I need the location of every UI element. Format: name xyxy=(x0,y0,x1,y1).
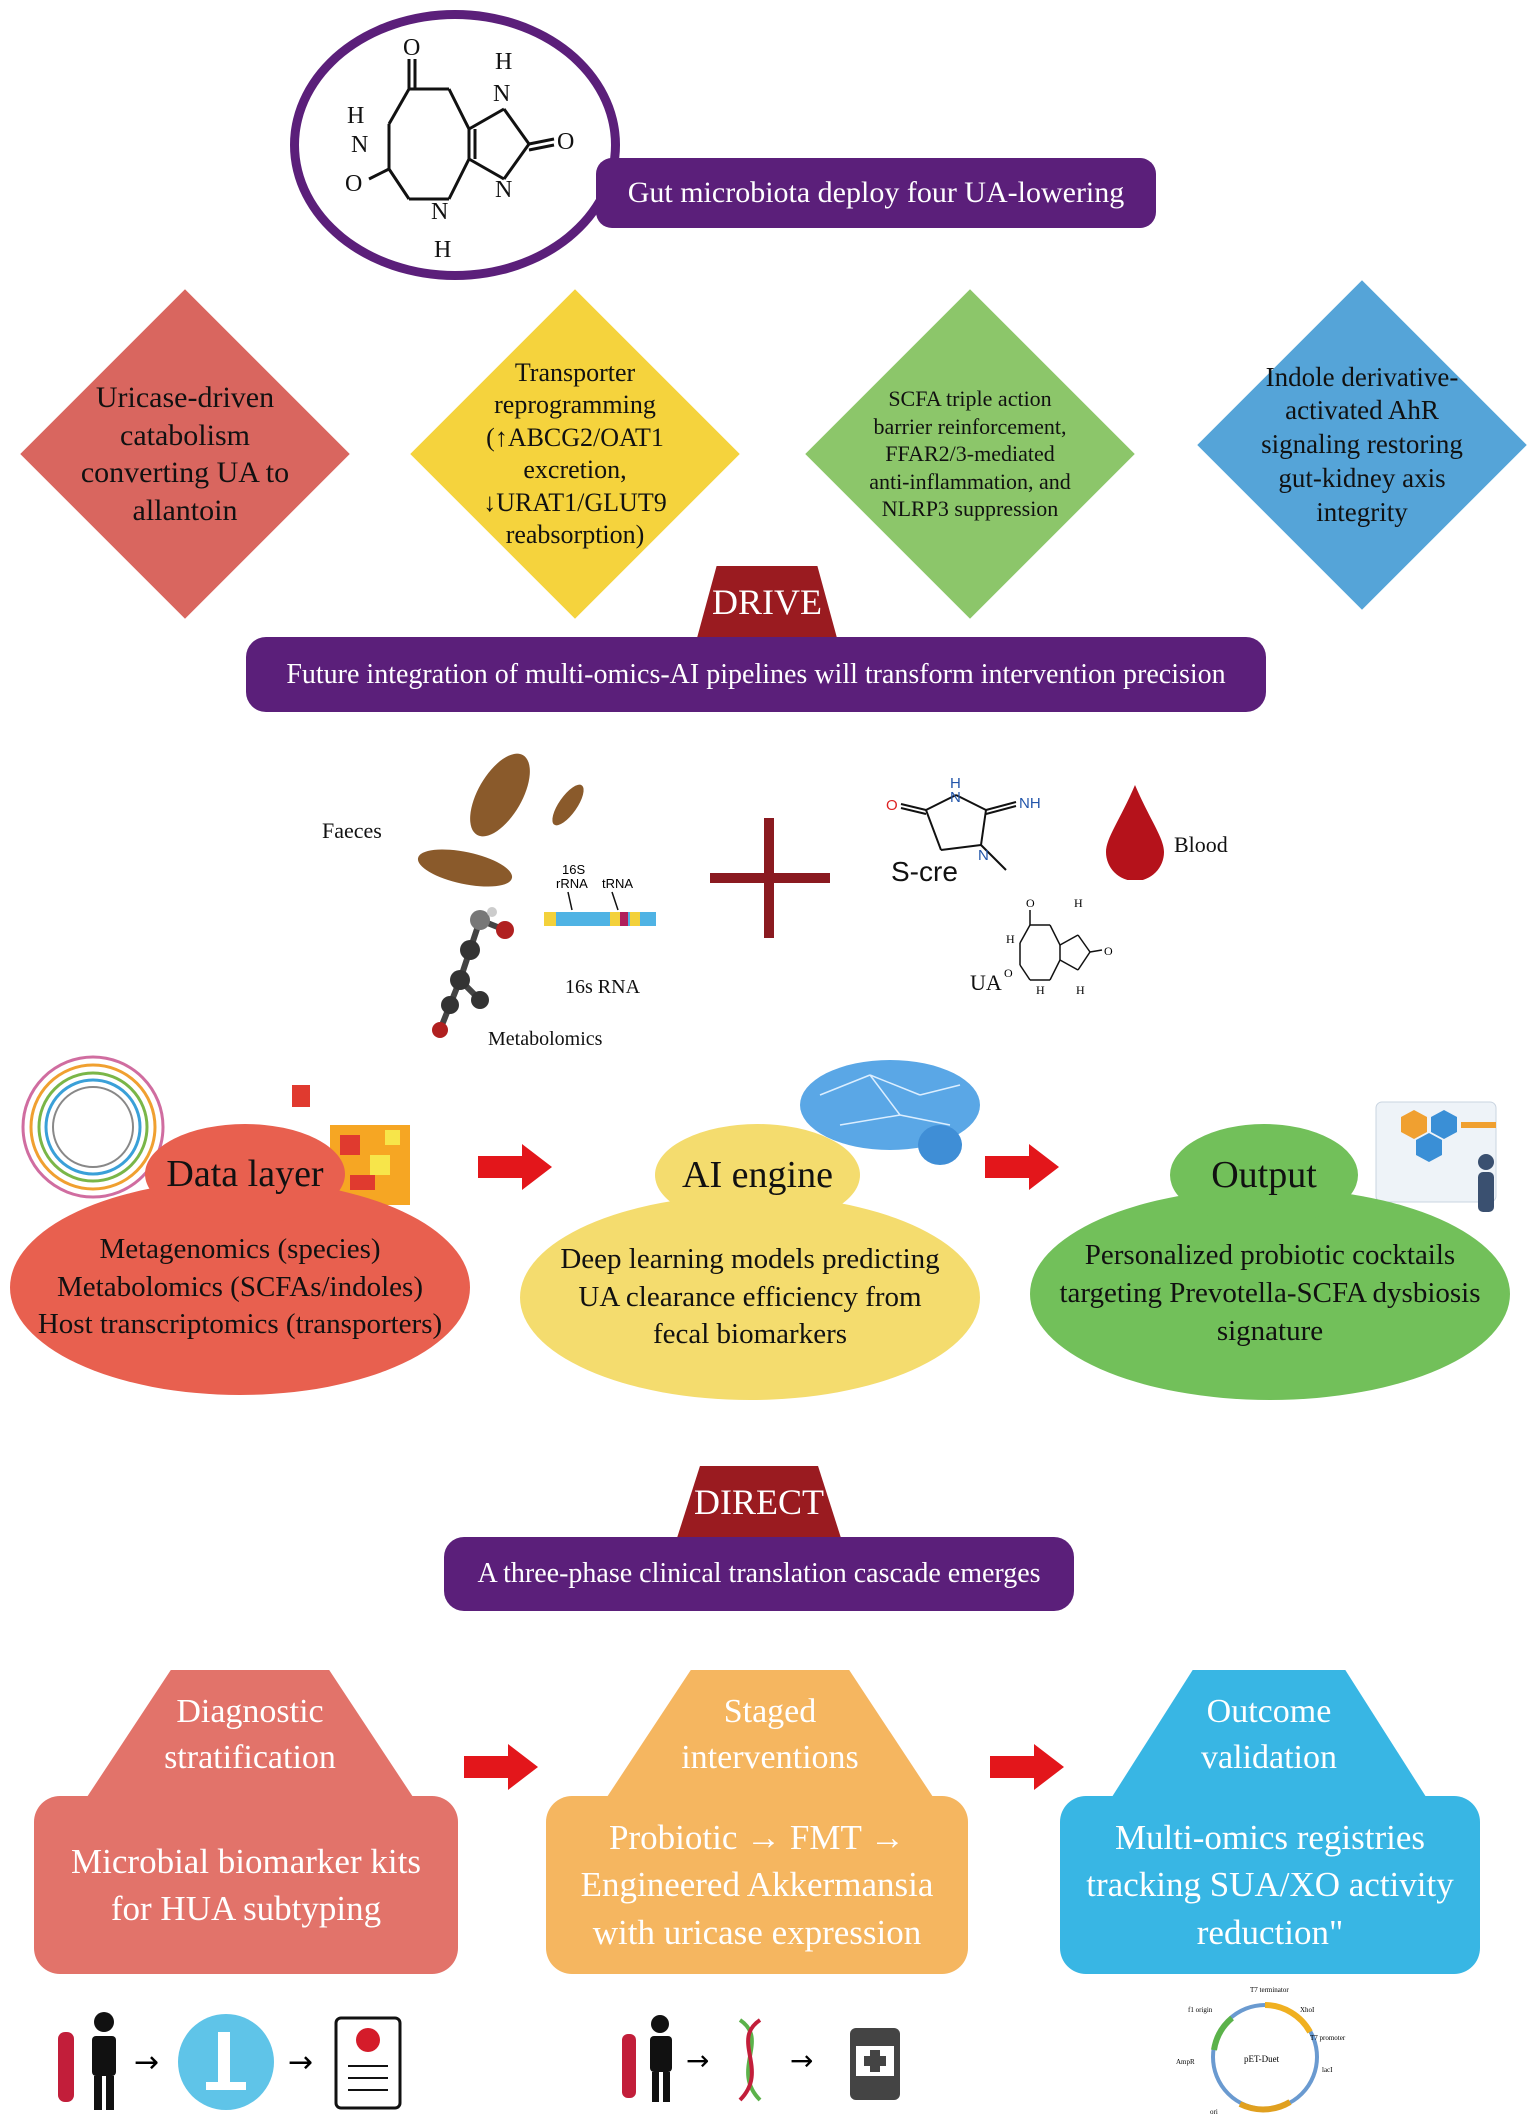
phase-3-title: Outcome validation xyxy=(1110,1670,1428,1800)
svg-text:→: → xyxy=(288,2045,313,2080)
svg-text:O: O xyxy=(886,797,898,814)
svg-text:→: → xyxy=(790,2044,813,2077)
svg-text:O: O xyxy=(345,171,362,197)
phase-1-body: Microbial biomarker kits for HUA subtypi… xyxy=(71,1841,421,1928)
svg-text:16S: 16S xyxy=(562,862,585,877)
svg-text:H: H xyxy=(495,49,512,75)
svg-text:O: O xyxy=(1004,966,1013,980)
faeces-icon xyxy=(417,753,584,887)
svg-text:H: H xyxy=(347,103,364,129)
s-cre-label: S-cre xyxy=(891,856,958,887)
phase-1-card: Microbial biomarker kits for HUA subtypi… xyxy=(34,1796,458,1974)
svg-text:tRNA: tRNA xyxy=(602,876,633,891)
svg-text:O: O xyxy=(403,35,420,61)
phase-1-title: Diagnostic stratification xyxy=(85,1670,415,1800)
svg-text:H: H xyxy=(1036,983,1045,995)
ua-molecule-icon: H O H O O H H xyxy=(1004,896,1113,995)
svg-text:AmpR: AmpR xyxy=(1176,2058,1195,2066)
svg-text:T7 promoter: T7 promoter xyxy=(1310,2034,1346,2042)
rna-16s-diagram: 16S rRNA tRNA xyxy=(544,862,656,926)
phase-3-title-text: Outcome validation xyxy=(1201,1693,1337,1776)
microbiota-banner: Gut microbiota deploy four UA-lowering xyxy=(596,158,1156,228)
ai-brain-icon xyxy=(800,1060,980,1165)
data-layer-body: Metagenomics (species) Metabolomics (SCF… xyxy=(37,1232,443,1341)
svg-text:ori: ori xyxy=(1210,2108,1218,2116)
phase-3-card: Multi-omics registries tracking SUA/XO a… xyxy=(1060,1796,1480,1974)
direct-banner: A three-phase clinical translation casca… xyxy=(444,1537,1074,1611)
arrow-phase-1-to-2-icon xyxy=(464,1744,538,1790)
svg-text:N: N xyxy=(495,177,512,203)
plus-icon xyxy=(710,818,830,938)
svg-text:N: N xyxy=(950,789,961,806)
svg-text:N: N xyxy=(493,81,510,107)
svg-text:T7 terminator: T7 terminator xyxy=(1250,1986,1289,1994)
diamond-label: SCFA triple action barrier reinforcement… xyxy=(869,386,1071,522)
faeces-label: Faeces xyxy=(322,818,382,843)
output-title: Output xyxy=(1170,1124,1358,1226)
svg-text:H: H xyxy=(1074,896,1083,910)
metabolomics-label: Metabolomics xyxy=(488,1028,603,1050)
drive-banner: Future integration of multi-omics-AI pip… xyxy=(246,637,1266,712)
diamond-label: Indole derivative-activated AhR signalin… xyxy=(1261,361,1463,527)
svg-text:rRNA: rRNA xyxy=(556,876,588,891)
svg-text:O: O xyxy=(1104,944,1113,958)
svg-text:f1 origin: f1 origin xyxy=(1188,2006,1213,2014)
diagnostic-workflow-icon: → → xyxy=(58,2012,402,2110)
svg-text:N: N xyxy=(978,847,989,864)
analyst-dashboard-icon xyxy=(1375,1101,1497,1212)
svg-text:N: N xyxy=(351,132,368,158)
svg-text:N: N xyxy=(431,199,448,225)
diamond-label: Transporter reprogramming (↑ABCG2/OAT1 e… xyxy=(483,357,667,550)
diamond-label: Uricase-driven catabolism converting UA … xyxy=(80,381,290,527)
rna-caption: 16s RNA xyxy=(565,976,641,998)
uric-acid-structure-icon: O H H N N O O N N H xyxy=(345,35,574,263)
scfa-mechanism-diamond: SCFA triple action barrier reinforcement… xyxy=(805,289,1135,619)
ai-engine-title: AI engine xyxy=(655,1124,860,1226)
svg-text:O: O xyxy=(1026,896,1035,910)
plasmid-map-icon: pET-Duet T7 terminator XhoI f1 origin Am… xyxy=(1176,1986,1346,2116)
data-layer-title: Data layer xyxy=(145,1124,345,1224)
svg-text:H: H xyxy=(1076,983,1085,995)
svg-text:→: → xyxy=(134,2045,159,2080)
svg-text:NH: NH xyxy=(1019,795,1041,812)
phase-2-title: Staged interventions xyxy=(605,1670,935,1800)
output-body: Personalized probiotic cocktails targeti… xyxy=(1059,1239,1481,1347)
svg-text:O: O xyxy=(557,129,574,155)
svg-text:pET-Duet: pET-Duet xyxy=(1244,2054,1280,2064)
indole-mechanism-diamond: Indole derivative-activated AhR signalin… xyxy=(1197,280,1527,610)
direct-tab: DIRECT xyxy=(677,1466,841,1538)
s-cre-molecule-icon: O H N NH N xyxy=(886,775,1041,871)
arrow-ai-to-output-icon xyxy=(985,1144,1059,1190)
svg-text:XhoI: XhoI xyxy=(1300,2006,1315,2014)
arrow-phase-2-to-3-icon xyxy=(990,1744,1064,1790)
phase-2-body: Probiotic → FMT → Engineered Akkermansia… xyxy=(580,1818,934,1952)
circos-plot-icon xyxy=(21,1055,165,1199)
drive-tab: DRIVE xyxy=(697,566,837,638)
blood-label: Blood xyxy=(1174,832,1228,857)
svg-text:H: H xyxy=(434,237,451,263)
svg-text:lacI: lacI xyxy=(1322,2066,1333,2074)
ua-label: UA xyxy=(970,970,1002,995)
phase-3-body: Multi-omics registries tracking SUA/XO a… xyxy=(1086,1818,1454,1952)
svg-text:→: → xyxy=(686,2044,709,2077)
uric-acid-molecule-oval: O H H N N O O N N H xyxy=(290,10,620,280)
phase-2-title-text: Staged interventions xyxy=(681,1693,859,1776)
ai-engine-body: Deep learning models predicting UA clear… xyxy=(560,1242,940,1351)
svg-text:H: H xyxy=(950,775,961,792)
phase-2-card: Probiotic → FMT → Engineered Akkermansia… xyxy=(546,1796,968,1974)
arrow-data-to-ai-icon xyxy=(478,1144,552,1190)
phase-1-title-text: Diagnostic stratification xyxy=(164,1693,336,1776)
svg-text:H: H xyxy=(1006,932,1015,946)
blood-drop-icon xyxy=(1106,785,1164,880)
intervention-workflow-icon: → → xyxy=(622,2015,900,2102)
ai-engine-ellipse: Deep learning models predicting UA clear… xyxy=(520,1195,980,1400)
metabolomics-molecule-icon xyxy=(432,907,514,1038)
transporter-mechanism-diamond: Transporter reprogramming (↑ABCG2/OAT1 e… xyxy=(410,289,740,619)
uricase-mechanism-diamond: Uricase-driven catabolism converting UA … xyxy=(20,289,350,619)
output-ellipse: Personalized probiotic cocktails targeti… xyxy=(1030,1188,1510,1400)
